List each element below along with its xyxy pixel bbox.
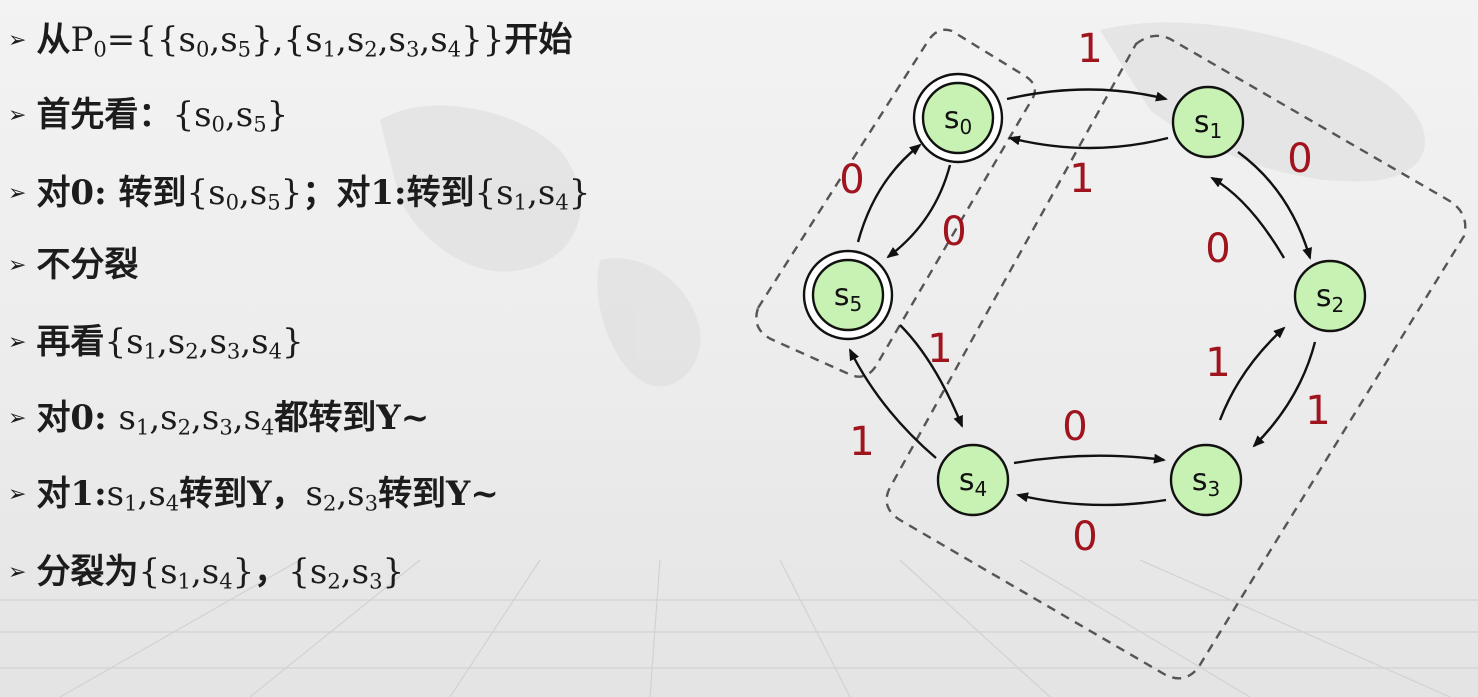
state-s4: s4 [936,443,1010,517]
edge-s3-s4 [1016,492,1167,507]
bullet-item-look-first: ➢首先看：{s0,s5} [8,95,289,137]
svg-text:s1: s1 [1194,105,1222,143]
edge-label-s4-s5: 1 [849,419,874,465]
svg-text:s4: s4 [959,463,987,501]
state-s5: s5 [802,249,894,341]
edge-label-s4-s3: 0 [1062,404,1087,450]
edge-s3-s2 [1218,326,1286,421]
bullet-arrow-icon: ➢ [8,406,27,431]
state-s2: s2 [1293,259,1367,333]
bullet-item-split-into: ➢分裂为{s1,s4}，{s2,s3} [8,552,405,594]
bullet-arrow-icon: ➢ [8,181,27,206]
bullet-item-no-split: ➢不分裂 [8,245,139,285]
edge-label-s5-s4: 1 [927,326,952,372]
edge-s4-s5 [848,348,937,459]
bullet-arrow-icon: ➢ [8,482,27,507]
edge-s4-s3 [1013,453,1166,465]
svg-text:s2: s2 [1316,279,1344,317]
edge-s1-s2 [1237,151,1312,260]
state-s3: s3 [1169,443,1243,517]
edge-label-s5-s0: 0 [839,157,864,203]
svg-text:s5: s5 [834,278,862,316]
state-s1: s1 [1171,85,1245,159]
state-s0: s0 [912,72,1004,164]
bullet-arrow-icon: ➢ [8,28,27,53]
bullet-arrow-icon: ➢ [8,330,27,355]
edge-s2-s3 [1252,341,1317,448]
bullet-text: 从 [36,20,71,60]
bullet-item-on-one: ➢对1:s1,s4转到Y，s2,s3转到Y~ [8,474,499,516]
partition-box-s0-s5 [755,28,1037,378]
edge-label-s1-s0: 1 [1069,156,1094,202]
edge-label-s1-s2: 0 [1287,136,1312,182]
edge-label-s3-s2: 1 [1205,340,1230,386]
edge-label-s0-s5: 0 [941,209,966,255]
bullet-arrow-icon: ➢ [8,253,27,278]
edge-label-s0-s1: 1 [1077,26,1102,72]
bullet-item-look-again: ➢再看{s1,s2,s3,s4} [8,322,304,364]
edge-s5-s4 [899,324,964,428]
edge-s0-s5 [886,164,952,259]
edge-s5-s0 [856,143,922,243]
edge-s2-s1 [1210,176,1286,259]
partition-box-s1-s2-s3-s4 [885,34,1467,680]
bullet-arrow-icon: ➢ [8,103,27,128]
edge-label-s2-s3: 1 [1305,388,1330,434]
bullet-item-start-partition: ➢从P0={{s0,s5},{s1,s2,s3,s4}}开始 [8,20,573,62]
bullet-item-transitions-s0-s5: ➢对0: 转到{s0,s5}；对1:转到{s1,s4} [8,173,591,215]
bullet-item-on-zero: ➢对0: s1,s2,s3,s4都转到Y~ [8,398,430,440]
edge-s1-s0 [1008,135,1169,150]
svg-text:s0: s0 [944,101,972,139]
edge-label-s2-s1: 0 [1205,226,1230,272]
bullet-arrow-icon: ➢ [8,560,27,585]
edge-label-s3-s4: 0 [1072,514,1097,560]
edge-s0-s1 [1006,88,1168,102]
svg-text:s3: s3 [1192,463,1220,501]
